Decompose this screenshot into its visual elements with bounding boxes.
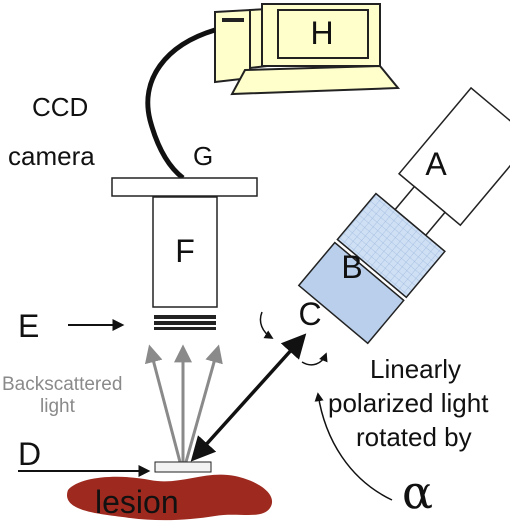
polarizer-c [297,241,405,345]
filter-b [336,192,446,299]
sample-slide-d [154,461,212,473]
label-b: B [341,249,362,285]
label-rotated-by: rotated by [356,422,472,452]
light-source-assembly [297,86,510,345]
desktop-computer-icon [214,3,401,96]
alpha-arrow [314,392,393,501]
lesion-shape [67,474,273,521]
label-backscattered-light: light [40,396,76,417]
filter-e [154,315,216,330]
lens-tube-f [152,196,218,308]
rotation-arrow-left [259,311,274,339]
label-linearly: Linearly [370,354,461,384]
camera-plate-g [111,177,258,197]
label-polarized-light: polarized light [328,388,489,418]
label-camera: camera [8,141,95,171]
label-e: E [18,308,39,344]
label-ccd: CCD [32,92,88,122]
illumination-beam [190,333,307,462]
label-c: C [298,296,321,332]
label-backscattered: Backscattered [2,374,122,395]
label-alpha: α [402,465,433,519]
label-h: H [310,15,333,51]
label-d: D [18,436,41,472]
computer-h: H [214,3,401,96]
label-g: G [193,141,213,171]
label-f: F [175,233,195,269]
label-lesion: lesion [95,484,179,520]
usb-cable-icon [145,27,216,180]
label-a: A [425,146,447,182]
rotation-arrow-right [301,352,328,366]
